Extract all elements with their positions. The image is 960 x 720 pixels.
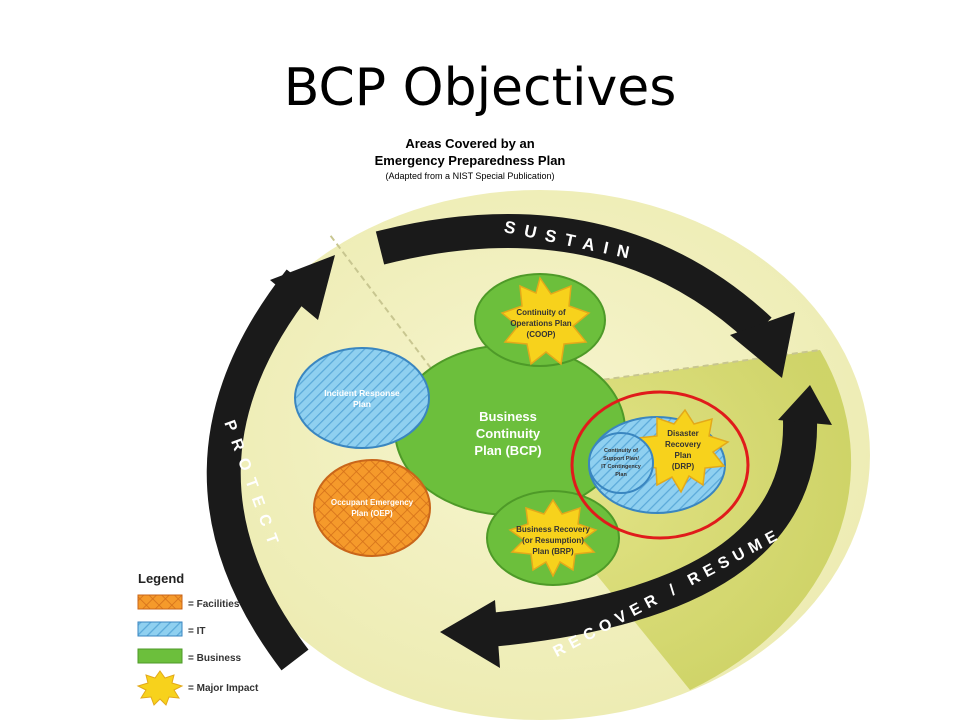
bcp-label-line1: Business [479,409,537,424]
brp-label-line1: Business Recovery [516,525,590,534]
irp-label-line2: Plan [353,399,371,409]
bcp-label-line2: Continuity [476,426,541,441]
csp-label-line2: Support Plan/ [603,456,639,462]
bcp-label-line3: Plan (BCP) [474,443,541,458]
oep-label-line2: Plan (OEP) [351,509,393,518]
oep-label-line1: Occupant Emergency [331,498,414,507]
drp-highlight-circle [570,390,750,540]
oep-ellipse [313,459,431,557]
diagram-subtitle-line-2: Emergency Preparedness Plan [374,153,566,168]
diagram-subtitle-line-1: Areas Covered by an [405,136,535,151]
csp-ellipse [588,432,654,494]
legend-label-major-impact: = Major Impact [188,683,259,694]
coop-major-impact-burst [500,276,591,366]
drp-label-line2: Recovery [665,440,702,449]
coop-label-line3: (COOP) [527,330,556,339]
irp-ellipse [294,347,430,449]
legend: Legend = Facilities = IT = Business = Ma… [136,571,259,706]
brp-label-line3: Plan (BRP) [532,547,574,556]
brp-label-line2: (or Resumption) [522,536,584,545]
sustain-arrow: SUSTAIN [375,214,795,378]
legend-label-it: = IT [188,626,206,637]
drp-label-line4: (DRP) [672,462,695,471]
legend-swatch-it [137,621,183,637]
slide-title: BCP Objectives [283,58,677,118]
csp-label-line3: IT Contingency [601,464,642,470]
drp-label-line3: Plan [675,451,692,460]
legend-swatch-facilities [137,594,183,610]
legend-title: Legend [138,571,184,586]
legend-label-business: = Business [188,653,242,664]
drp-label-line1: Disaster [667,429,699,438]
coop-label-line1: Continuity of [516,308,566,317]
legend-swatch-major-impact [136,670,184,706]
legend-swatch-business [137,648,183,664]
coop-label-line2: Operations Plan [510,319,571,328]
csp-label-line1: Continuity of [604,448,638,454]
csp-label-line4: Plan [615,472,627,478]
legend-label-facilities: = Facilities [188,599,240,610]
diagram-source-note: (Adapted from a NIST Special Publication… [385,171,555,181]
drp-major-impact-burst [636,408,730,494]
irp-label-line1: Incident Response [324,388,400,398]
brp-major-impact-burst [508,498,598,578]
